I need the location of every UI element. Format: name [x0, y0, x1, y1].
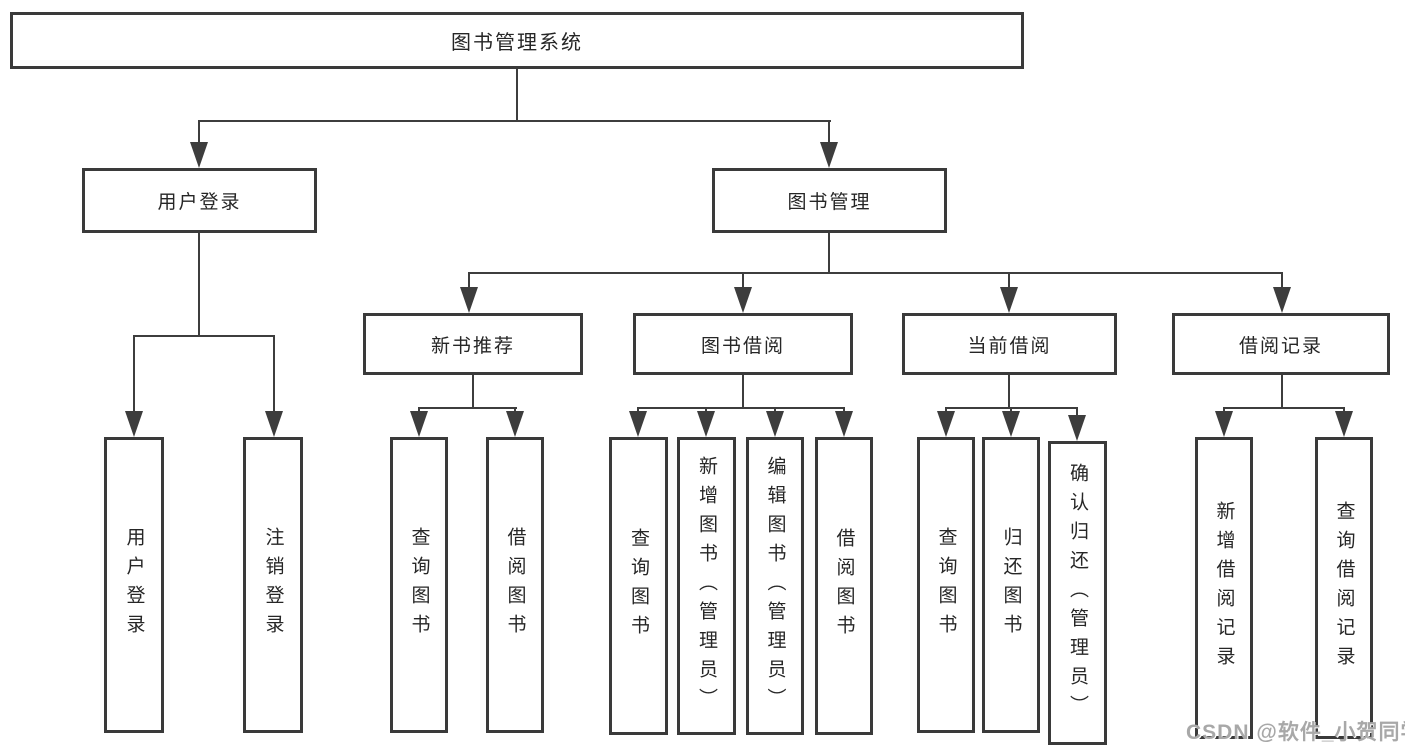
node-leaf-add-book-admin: 新增图书（管理员）: [677, 437, 736, 735]
node-label: 查询借阅记录: [1333, 501, 1355, 675]
connector-line: [742, 272, 744, 291]
arrow-down-icon: [125, 411, 143, 437]
node-leaf-return-books: 归还图书: [982, 437, 1040, 733]
node-leaf-logout: 注销登录: [243, 437, 303, 733]
node-book-borrowing: 图书借阅: [633, 313, 853, 375]
connector-line: [828, 233, 830, 274]
arrow-down-icon: [734, 287, 752, 313]
node-borrowing-records: 借阅记录: [1172, 313, 1390, 375]
arrow-down-icon: [835, 411, 853, 437]
connector-line: [418, 407, 517, 409]
arrow-down-icon: [1335, 411, 1353, 437]
node-label: 新书推荐: [430, 335, 515, 357]
node-book-management: 图书管理: [712, 168, 947, 233]
node-label: 当前借阅: [967, 335, 1052, 357]
arrow-down-icon: [697, 411, 715, 437]
node-leaf-borrow-books-1: 借阅图书: [486, 437, 544, 733]
node-leaf-query-books-1: 查询图书: [390, 437, 448, 733]
node-label: 编辑图书（管理员）: [764, 455, 786, 717]
arrow-down-icon: [1068, 415, 1086, 441]
connector-line: [1281, 272, 1283, 291]
connector-line: [742, 375, 744, 409]
node-label: 查询图书: [935, 527, 957, 643]
node-user-login: 用户登录: [82, 168, 317, 233]
node-leaf-edit-book-admin: 编辑图书（管理员）: [746, 437, 804, 735]
arrow-down-icon: [265, 411, 283, 437]
node-label: 归还图书: [1000, 527, 1022, 643]
connector-line: [468, 272, 1283, 274]
csdn-watermark: CSDN @软件_小贺同学: [1186, 721, 1405, 744]
node-leaf-user-login: 用户登录: [104, 437, 164, 733]
node-label: 图书管理: [787, 192, 872, 213]
arrow-down-icon: [1000, 287, 1018, 313]
connector-line: [198, 233, 200, 337]
node-new-book-recommend: 新书推荐: [363, 313, 583, 375]
connector-line: [198, 120, 200, 146]
connector-line: [516, 69, 518, 121]
node-library-management-system: 图书管理系统: [10, 12, 1024, 69]
arrow-down-icon: [766, 411, 784, 437]
node-label: 借阅图书: [504, 527, 526, 643]
node-leaf-query-borrow-record: 查询借阅记录: [1315, 437, 1373, 739]
arrow-down-icon: [460, 287, 478, 313]
arrow-down-icon: [937, 411, 955, 437]
node-label: 注销登录: [262, 527, 284, 643]
connector-line: [1008, 272, 1010, 291]
arrow-down-icon: [1273, 287, 1291, 313]
connector-line: [1076, 407, 1078, 416]
node-label: 新增借阅记录: [1213, 501, 1235, 675]
connector-line: [468, 272, 470, 291]
connector-line: [1281, 375, 1283, 409]
node-leaf-query-books-2: 查询图书: [609, 437, 668, 735]
connector-line: [1223, 407, 1345, 409]
arrow-down-icon: [629, 411, 647, 437]
arrow-down-icon: [1215, 411, 1233, 437]
node-label: 图书管理系统: [451, 32, 583, 54]
node-leaf-borrow-books-2: 借阅图书: [815, 437, 873, 735]
connector-line: [472, 375, 474, 409]
node-leaf-query-books-3: 查询图书: [917, 437, 975, 733]
connector-line: [198, 120, 831, 122]
node-leaf-add-borrow-record: 新增借阅记录: [1195, 437, 1253, 739]
arrow-down-icon: [1002, 411, 1020, 437]
connector-line: [273, 335, 275, 415]
node-current-borrowing: 当前借阅: [902, 313, 1117, 375]
node-label: 新增图书（管理员）: [696, 455, 717, 717]
node-label: 用户登录: [123, 527, 145, 643]
arrow-down-icon: [410, 411, 428, 437]
connector-line: [133, 335, 275, 337]
arrow-down-icon: [820, 142, 838, 168]
node-label: 图书借阅: [700, 335, 785, 357]
node-leaf-confirm-return-admin: 确认归还（管理员）: [1048, 441, 1107, 745]
arrow-down-icon: [506, 411, 524, 437]
connector-line: [1008, 375, 1010, 409]
node-label: 用户登录: [157, 192, 242, 213]
node-label: 查询图书: [408, 527, 430, 643]
connector-line: [828, 120, 830, 146]
node-label: 查询图书: [628, 528, 649, 644]
node-label: 借阅图书: [833, 528, 855, 644]
connector-line: [133, 335, 135, 415]
node-label: 确认归还（管理员）: [1067, 462, 1088, 724]
connector-line: [637, 407, 845, 409]
arrow-down-icon: [190, 142, 208, 168]
node-label: 借阅记录: [1238, 335, 1323, 357]
